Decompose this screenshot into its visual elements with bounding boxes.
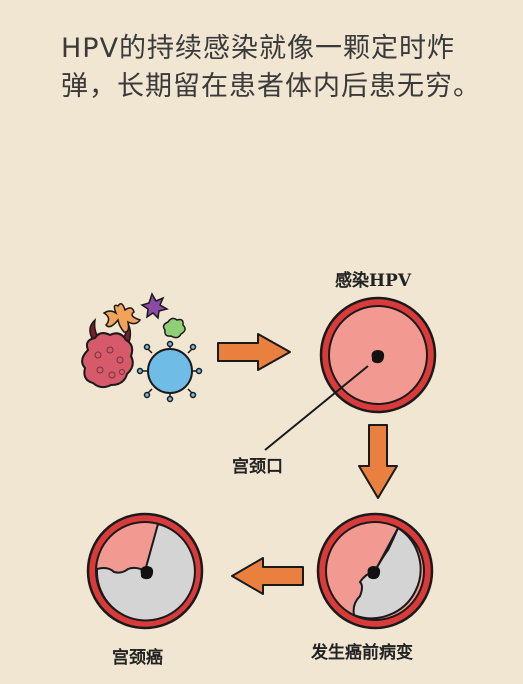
green-virus: [162, 317, 186, 339]
precancer-circle: [316, 512, 434, 630]
arrow-left-icon: [231, 557, 304, 595]
arrow-down-icon: [358, 424, 398, 499]
red-virus-body: [81, 332, 134, 389]
cancer-circle: [86, 512, 204, 630]
label-cancer: 宫颈癌: [112, 648, 163, 668]
orange-virus: [102, 303, 142, 333]
caption-text: HPV的持续感染就像一颗定时炸弹，长期留在患者体内后患无穷。: [61, 33, 481, 102]
purple-virus: [140, 292, 169, 320]
label-precancer: 发生癌前病变: [311, 643, 413, 663]
label-cervix: 宫颈口: [232, 457, 283, 477]
cervix-infected-circle: [319, 296, 437, 414]
blue-virus: [136, 340, 203, 403]
label-infect-hpv: 感染HPV: [335, 271, 412, 291]
cervix-pointer-line: [264, 365, 369, 451]
virus-cluster-illustration: [81, 292, 203, 403]
arrow-right-icon: [217, 333, 291, 371]
